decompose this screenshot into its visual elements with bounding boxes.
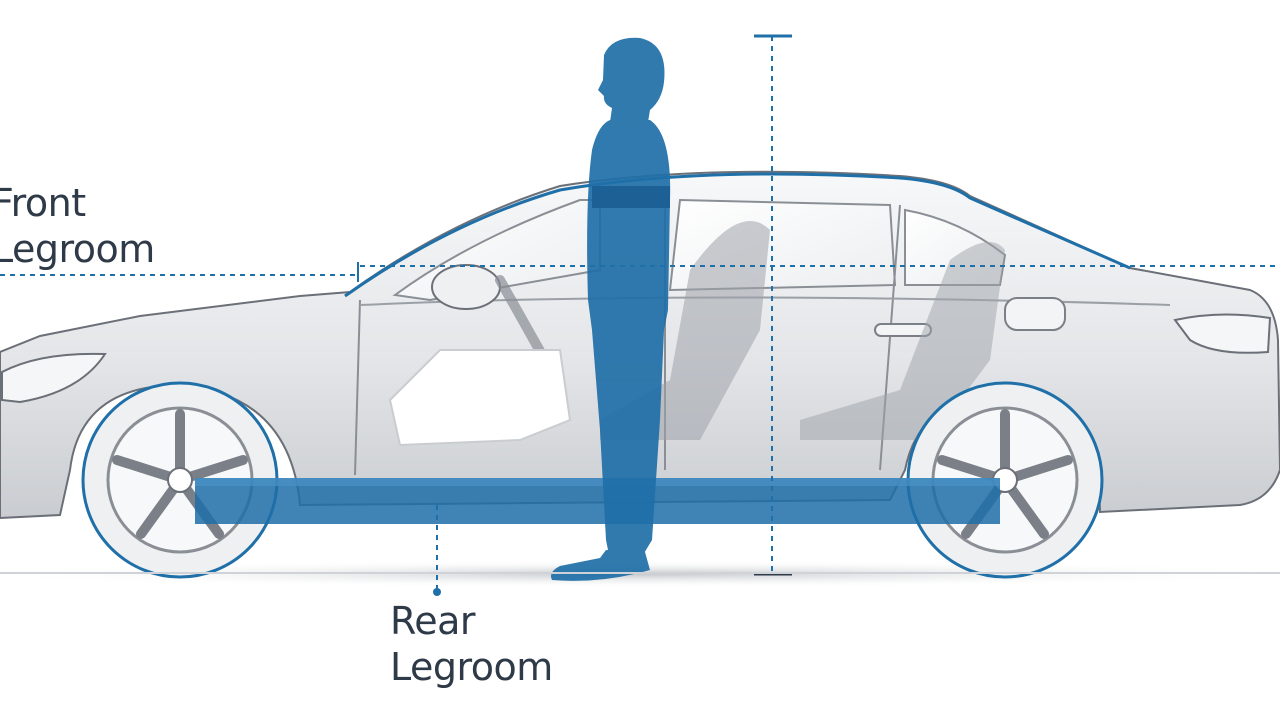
front-legroom-label-line2: Legroom — [0, 227, 155, 271]
rear-legroom-pointer-dot — [433, 588, 441, 596]
floor-legroom-band-highlight — [195, 478, 1000, 486]
fuel-door — [1004, 297, 1066, 331]
dashboard — [388, 349, 572, 447]
steering-wheel — [495, 275, 550, 365]
side-mirror — [431, 264, 501, 310]
person-belt-band — [592, 186, 670, 208]
rear-seat — [800, 242, 1005, 440]
rear-legroom-label-line1: Rear — [390, 599, 475, 643]
headlight — [1, 352, 107, 404]
taillight — [1173, 313, 1272, 354]
person-icon — [551, 37, 671, 581]
front-seat — [600, 221, 770, 440]
front-legroom-label: Front Legroom — [0, 180, 155, 272]
front-wheel-icon — [81, 381, 279, 579]
rear-legroom-label: Rear Legroom — [390, 598, 553, 690]
front-legroom-label-line1: Front — [0, 181, 86, 225]
rear-legroom-label-line2: Legroom — [390, 645, 553, 689]
